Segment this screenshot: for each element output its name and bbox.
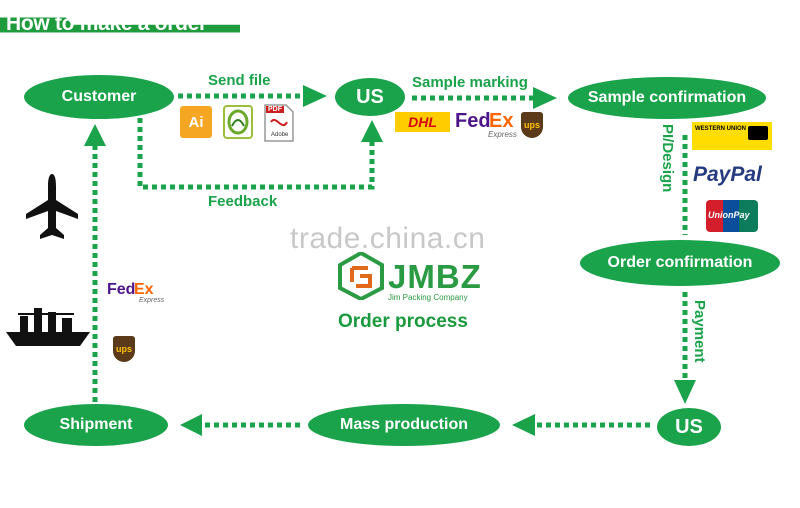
node-us-top: US [335, 78, 405, 116]
cargo-ship-icon [6, 308, 90, 346]
node-mass-production: Mass production [308, 404, 500, 446]
jmbz-logo-icon [338, 252, 384, 300]
header-banner [0, 17, 240, 33]
watermark-text: trade.china.cn [290, 222, 486, 255]
node-order-confirmation: Order confirmation [580, 240, 780, 286]
edge-label-sample-marking: Sample marking [412, 74, 528, 91]
node-shipment: Shipment [24, 404, 168, 446]
edge-label-pi-design: PI/Design [659, 124, 676, 193]
paypal-logo: PayPal [693, 163, 762, 186]
node-us-bottom: US [657, 408, 721, 446]
dhl-logo: DHL [395, 112, 450, 132]
brand-tagline: Jim Packing Company [388, 293, 468, 302]
airplane-icon [26, 174, 78, 239]
ups-logo-left: ups [113, 336, 135, 362]
edge-label-send-file: Send file [208, 72, 271, 89]
illustrator-file-icon: Ai [180, 106, 212, 138]
western-union-logo: WESTERN UNION [692, 122, 772, 150]
edge-label-payment: Payment [691, 300, 708, 363]
fedex-logo-left: Fed Ex Express [107, 281, 165, 304]
order-process-caption: Order process [338, 311, 468, 332]
page-title: How to make a order [6, 12, 207, 35]
coreldraw-file-icon [222, 104, 254, 140]
fedex-logo: Fed Ex Express [455, 110, 517, 139]
node-sample-confirmation: Sample confirmation [568, 77, 766, 119]
unionpay-logo: UnionPay [706, 200, 758, 232]
brand-name: JMBZ [388, 258, 482, 295]
ups-logo: ups [521, 112, 543, 138]
node-customer: Customer [24, 75, 174, 119]
edge-label-feedback: Feedback [208, 193, 278, 210]
pdf-file-icon: PDF Adobe [262, 104, 296, 142]
